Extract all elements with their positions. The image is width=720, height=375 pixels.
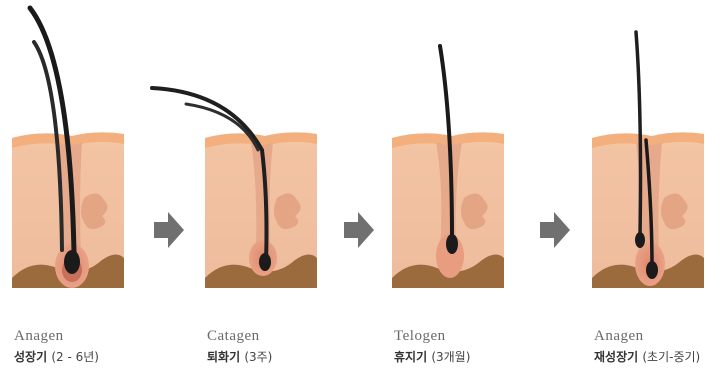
stage-duration: (초기-중기) — [642, 350, 700, 364]
stage-name: Anagen — [14, 328, 99, 345]
stage-label: 성장기 — [14, 350, 47, 364]
stage-duration: (2 - 6년) — [51, 350, 99, 364]
stage-label: 퇴화기 — [207, 350, 240, 364]
stage-name: Catagen — [207, 328, 272, 345]
hair-bulb-regrowth-new — [646, 261, 658, 279]
stage-label: 재성장기 — [594, 350, 638, 364]
hair-bulb-telogen — [446, 234, 458, 254]
arrow-icon — [154, 212, 184, 248]
stage-telogen-illustration — [392, 132, 504, 288]
caption-stage-3: Telogen 휴지기 (3개월) — [394, 328, 470, 365]
stage-duration: (3주) — [244, 350, 272, 364]
stage-label: 휴지기 — [394, 350, 427, 364]
arrow-icon — [540, 212, 570, 248]
caption-stage-1: Anagen 성장기 (2 - 6년) — [14, 328, 99, 365]
stage-name: Telogen — [394, 328, 470, 345]
hair-bulb-catagen — [259, 253, 271, 271]
caption-stage-2: Catagen 퇴화기 (3주) — [207, 328, 272, 365]
caption-stage-4: Anagen 재성장기 (초기-중기) — [594, 328, 700, 365]
stage-duration: (3개월) — [431, 350, 470, 364]
stage-name: Anagen — [594, 328, 700, 345]
hair-bulb-regrowth-old — [635, 232, 645, 248]
hair-bulb-anagen — [64, 250, 80, 274]
arrow-icon — [344, 212, 374, 248]
